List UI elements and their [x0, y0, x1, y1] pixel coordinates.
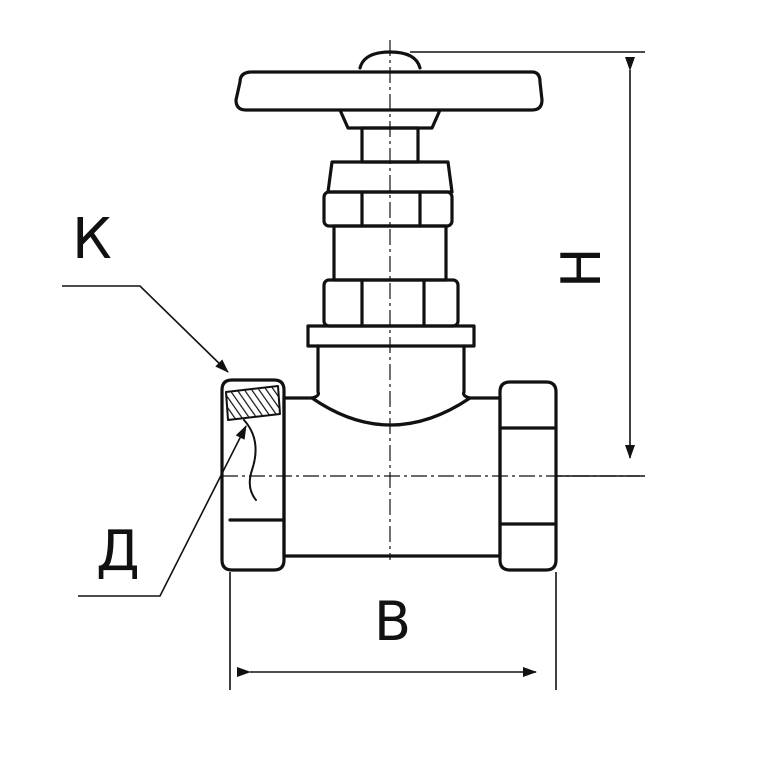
label-h: H	[550, 247, 613, 288]
valve-body	[282, 344, 502, 558]
section-hatch	[225, 385, 281, 421]
label-d: Д	[96, 519, 140, 584]
left-end-fitting	[220, 378, 286, 572]
right-end-fitting	[498, 380, 558, 572]
leader-d	[78, 425, 247, 597]
handwheel	[234, 50, 544, 130]
label-k: К	[72, 207, 112, 272]
bonnet	[306, 160, 476, 348]
leader-k	[62, 285, 229, 373]
dimension-b	[229, 572, 557, 690]
label-b: B	[374, 590, 411, 653]
dimension-h	[410, 51, 645, 477]
